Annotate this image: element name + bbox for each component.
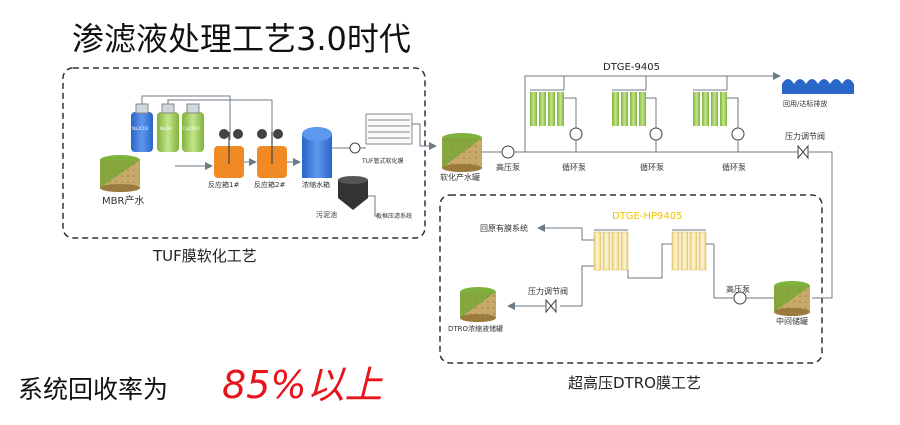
circ-pump-label-2: 循环泵	[640, 163, 664, 172]
sludge-tank	[338, 176, 368, 210]
chem-tank-3	[182, 103, 204, 152]
reactor1-label: 反应箱1#	[208, 181, 240, 189]
discharge-label: 回用/达标排放	[783, 100, 828, 108]
recovery-value: 85%以上	[222, 363, 383, 407]
chem-tank-label-2: NaOH	[160, 126, 172, 131]
mid-tank-label: 中间储罐	[776, 317, 808, 326]
softened-tank-label: 软化产水罐	[440, 173, 480, 182]
dtro-pump-label: 高压泵	[726, 285, 750, 294]
dtro-module-group-1	[593, 229, 629, 271]
concentrate-tank	[302, 127, 332, 178]
discharge-water-icon	[782, 79, 854, 94]
page-title: 渗滤液处理工艺3.0时代	[72, 20, 411, 58]
mbr-label: MBR产水	[102, 196, 145, 207]
dtro-section-box	[439, 194, 823, 364]
membrane-label: TUF管式软化膜	[362, 158, 404, 165]
pressure-valve-top-icon	[797, 144, 809, 160]
softened-water-tank	[442, 133, 482, 172]
tuf-membrane-modules	[365, 113, 413, 145]
dtro-valve-label: 压力调节阀	[528, 287, 568, 296]
reactor-2	[257, 129, 287, 178]
dtro-section-label: 超高压DTRO膜工艺	[568, 374, 701, 392]
tuf-section-box	[62, 67, 426, 239]
reactor-1	[214, 129, 244, 178]
chem-tank-label-1: Na2CO3	[132, 126, 149, 131]
dtro-module-group-2	[671, 229, 707, 271]
dtge-module-group-2	[612, 89, 663, 152]
pressure-valve-label: 压力调节阀	[785, 132, 825, 141]
mbr-water-tank	[100, 155, 140, 192]
press-label: 板框压滤系统	[376, 213, 413, 220]
dtro-system-label: DTGE-HP9405	[612, 211, 683, 222]
reactor2-label: 反应箱2#	[254, 181, 286, 189]
dtro-conc-label: DTRO浓缩液储罐	[448, 325, 504, 333]
high-pump-label: 高压泵	[496, 163, 520, 172]
recovery-prefix: 系统回收率为	[18, 375, 169, 404]
tuf-section-label: TUF膜软化工艺	[153, 247, 257, 265]
dtro-pressure-valve-icon	[545, 298, 557, 314]
intermediate-tank	[774, 281, 810, 316]
dtro-concentrate-tank	[460, 287, 496, 322]
dtge-system-label: DTGE-9405	[603, 62, 660, 73]
conc-tank-label: 浓缩水箱	[302, 181, 330, 189]
chem-tank-label-3: Ca(OH)2	[183, 126, 201, 131]
sludge-label: 污泥池	[316, 211, 337, 219]
circ-pump-label-1: 循环泵	[562, 163, 586, 172]
high-pressure-pump-icon	[501, 145, 515, 159]
dtge-module-group-3	[693, 89, 745, 152]
dtge-module-group-1	[530, 89, 583, 152]
circ-pump-label-3: 循环泵	[722, 163, 746, 172]
return-label: 回原有膜系统	[480, 224, 528, 233]
